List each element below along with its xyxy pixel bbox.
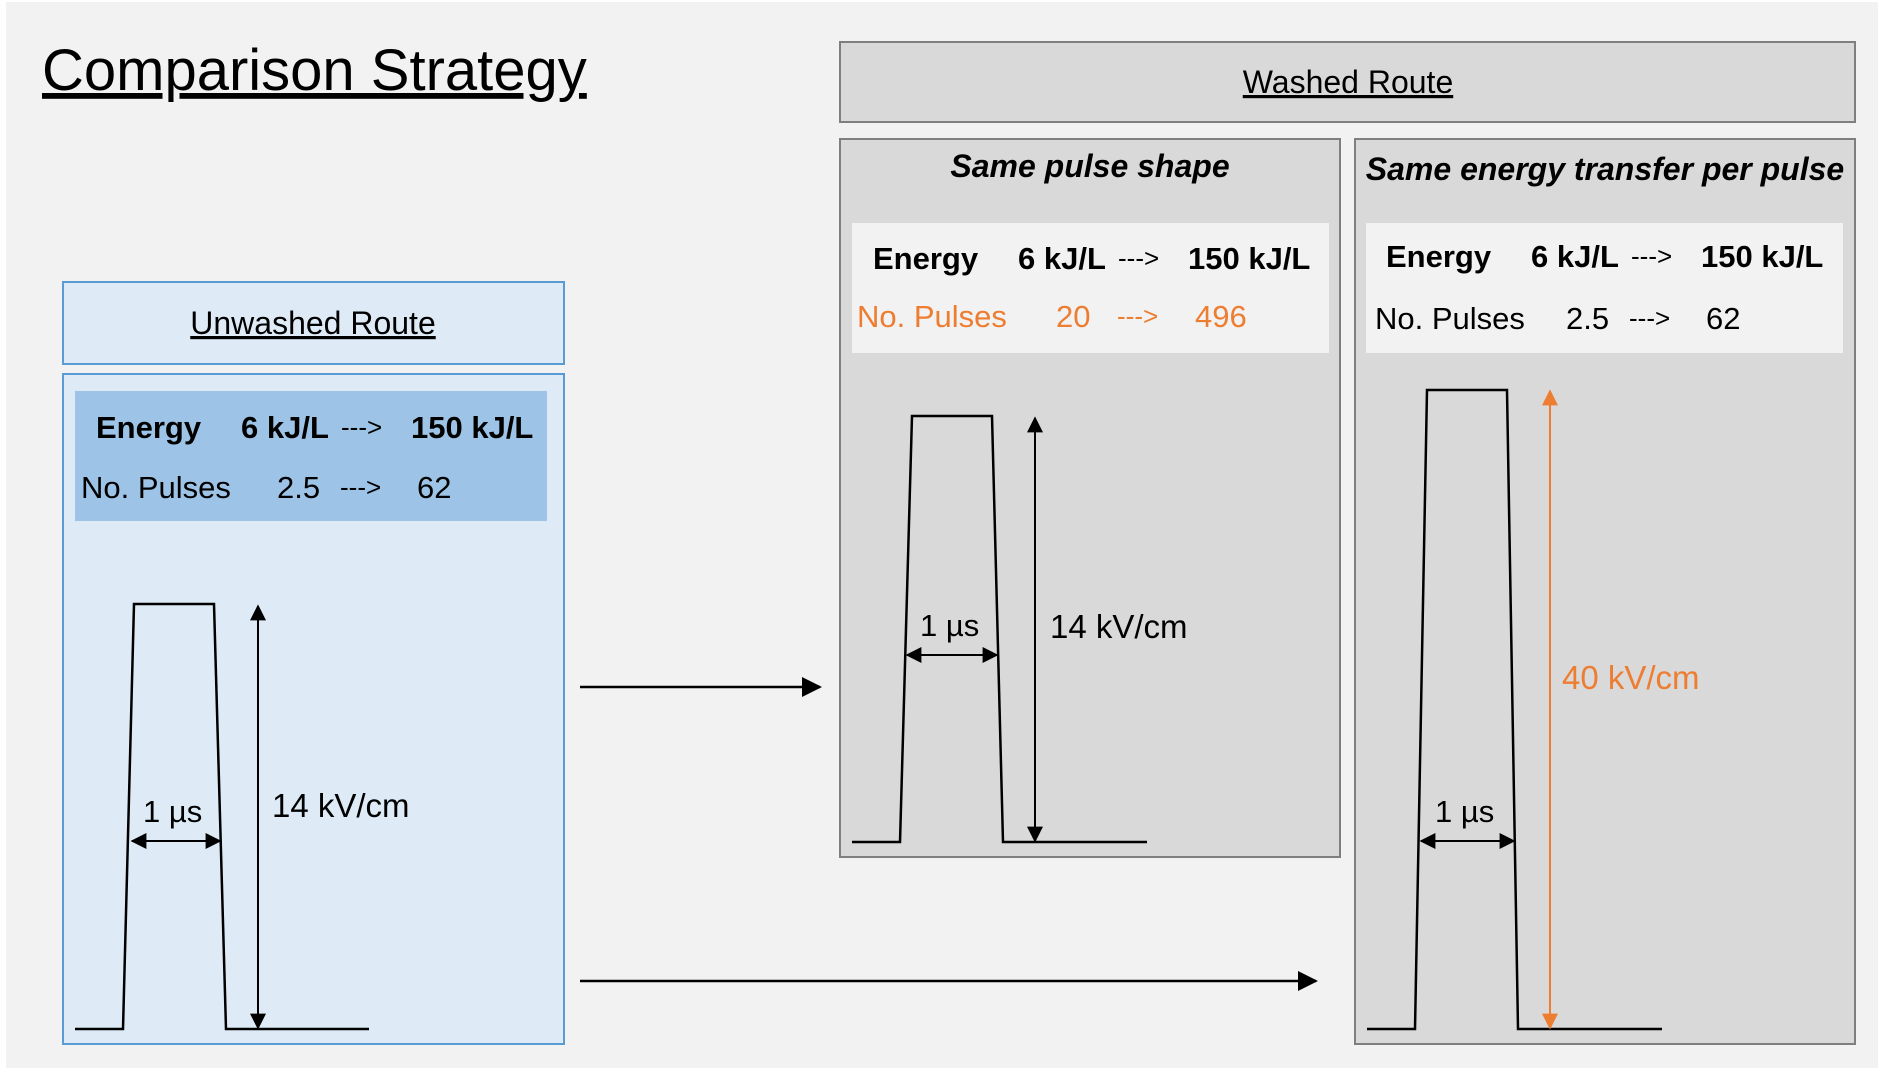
washed-header-label: Washed Route	[1243, 64, 1453, 100]
unwashed-energy-from: 6 kJ/L	[241, 410, 329, 445]
same-energy-title: Same energy transfer per pulse	[1366, 151, 1844, 187]
same-shape-energy-from: 6 kJ/L	[1018, 241, 1106, 276]
same-energy-width-label: 1 µs	[1435, 794, 1494, 829]
same-energy-pulses-from: 2.5	[1566, 301, 1609, 336]
same-shape-energy-arrow: --->	[1118, 243, 1159, 273]
unwashed-height-label: 14 kV/cm	[272, 787, 410, 824]
unwashed-energy-arrow: --->	[341, 412, 382, 442]
same-shape-pulses-to: 496	[1195, 299, 1247, 334]
same-energy-pulses-arrow: --->	[1629, 303, 1670, 333]
same-energy-energy-to: 150 kJ/L	[1701, 239, 1823, 274]
unwashed-width-label: 1 µs	[143, 794, 202, 829]
same-energy-energy-from: 6 kJ/L	[1531, 239, 1619, 274]
same-energy-height-label: 40 kV/cm	[1562, 659, 1700, 696]
unwashed-energy-label: Energy	[96, 410, 202, 445]
same-energy-pulses-to: 62	[1706, 301, 1740, 336]
unwashed-header-box	[62, 281, 565, 365]
unwashed-pulses-from: 2.5	[277, 470, 320, 505]
same-pulse-shape-title: Same pulse shape	[950, 148, 1229, 184]
unwashed-pulse-shape	[75, 602, 369, 1031]
unwashed-route-panel: Unwashed Route Energy 6 kJ/L ---> 150 kJ…	[62, 281, 565, 1045]
same-pulse-shape-panel: Same pulse shape Energy 6 kJ/L ---> 150 …	[839, 138, 1341, 858]
unwashed-info-box	[75, 391, 547, 521]
same-pulse-shape-info-box	[852, 223, 1329, 353]
page-title: Comparison Strategy	[42, 38, 587, 103]
same-energy-pulses-label: No. Pulses	[1375, 301, 1525, 336]
same-shape-height-label: 14 kV/cm	[1050, 608, 1188, 645]
unwashed-energy-to: 150 kJ/L	[411, 410, 533, 445]
same-shape-energy-to: 150 kJ/L	[1188, 241, 1310, 276]
same-energy-info-box	[1366, 223, 1843, 353]
same-shape-energy-label: Energy	[873, 241, 979, 276]
same-shape-pulses-arrow: --->	[1117, 301, 1158, 331]
same-shape-pulses-from: 20	[1056, 299, 1090, 334]
same-shape-width-label: 1 µs	[920, 608, 979, 643]
same-energy-energy-arrow: --->	[1631, 241, 1672, 271]
unwashed-pulses-label: No. Pulses	[81, 470, 231, 505]
washed-header-box	[839, 41, 1856, 123]
unwashed-pulses-to: 62	[417, 470, 451, 505]
same-shape-pulses-label: No. Pulses	[857, 299, 1007, 334]
same-energy-panel: Same energy transfer per pulse Energy 6 …	[1354, 138, 1856, 1045]
unwashed-header-label: Unwashed Route	[190, 305, 435, 341]
unwashed-pulses-arrow: --->	[340, 472, 381, 502]
same-energy-energy-label: Energy	[1386, 239, 1492, 274]
